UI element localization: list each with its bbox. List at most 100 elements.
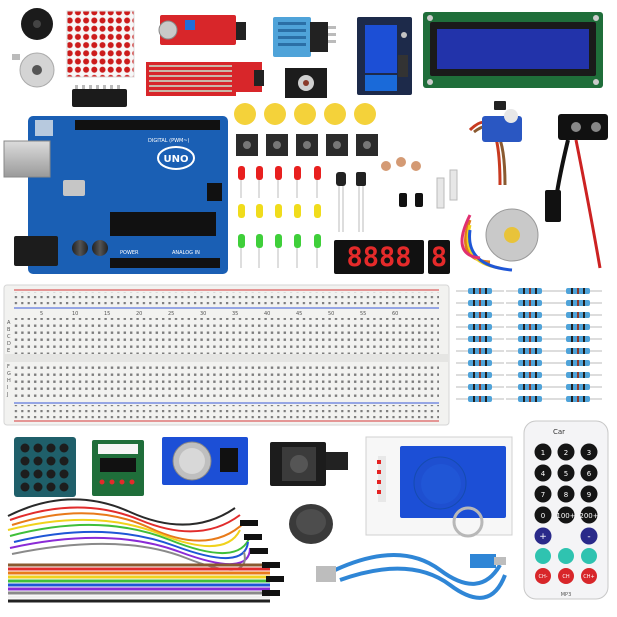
remote-transport-button <box>581 548 597 564</box>
svg-text:8888: 8888 <box>346 242 411 273</box>
remote-model: MP3 <box>561 592 572 598</box>
remote-button-label: CH+ <box>583 574 594 580</box>
remote-button: 9 <box>580 485 598 503</box>
bb-row-label: F <box>7 364 10 370</box>
jumper-wires <box>7 498 251 571</box>
bb-col-label: 55 <box>360 311 366 317</box>
remote-button-label: 7 <box>541 491 545 499</box>
transistors <box>399 193 423 207</box>
water-level-sensor <box>146 62 264 96</box>
remote-button-label: 1 <box>541 449 545 457</box>
remote-button-label: 9 <box>587 491 591 499</box>
remote-transport-button <box>558 548 574 564</box>
remote-channel-button: CH- <box>535 568 551 584</box>
tactile-switches <box>236 134 378 156</box>
membrane-keypad-4x4 <box>14 437 76 497</box>
resistor <box>506 396 554 402</box>
resistor <box>554 336 602 342</box>
keypad-key <box>46 456 56 466</box>
resistor <box>506 372 554 378</box>
bb-col-label: 40 <box>264 311 270 317</box>
remote-button: 6 <box>580 464 598 482</box>
seven-segment-4digit: 8888 <box>334 240 424 274</box>
remote-button: 7 <box>534 485 552 503</box>
usb-cable <box>316 553 507 600</box>
bb-row-label: A <box>7 320 11 326</box>
bb-row-label: J <box>6 392 8 398</box>
dupont-ribbon-cable <box>8 563 270 603</box>
remote-button-label: + <box>539 532 547 542</box>
resistor <box>456 300 504 306</box>
bb-col-label: 20 <box>136 311 142 317</box>
remote-volume-button: - <box>580 527 598 545</box>
resistor <box>506 312 554 318</box>
board-power-label: POWER <box>120 250 139 256</box>
leds-red <box>238 166 321 180</box>
remote-button-label: 6 <box>587 470 592 478</box>
resistor <box>456 396 504 402</box>
joystick-cap <box>289 504 333 544</box>
remote-button-label: 2 <box>564 449 568 457</box>
joystick-module <box>270 442 348 486</box>
resistor <box>506 360 554 366</box>
remote-button: 2 <box>557 443 575 461</box>
resistor <box>506 336 554 342</box>
keypad-key <box>59 469 69 479</box>
board-digital-label: DIGITAL (PWM~) <box>148 138 190 144</box>
bb-col-label: 10 <box>72 311 78 317</box>
relay-module <box>357 17 412 95</box>
ir-receiver <box>336 172 346 232</box>
resistor <box>554 396 602 402</box>
board-analog-label: ANALOG IN <box>172 250 200 256</box>
bb-col-label: 5 <box>40 311 43 317</box>
rfid-module <box>365 436 513 538</box>
bb-col-label: 45 <box>296 311 302 317</box>
resistor <box>456 312 504 318</box>
remote-brand: Car <box>553 428 565 436</box>
resistor <box>554 360 602 366</box>
board-uno-label: UNO <box>164 154 189 165</box>
resistor <box>554 288 602 294</box>
resistor <box>506 348 554 354</box>
button-caps <box>234 103 376 125</box>
bb-row-label: B <box>7 327 11 333</box>
ic-chip-74hc595 <box>72 85 127 107</box>
keypad-key <box>59 482 69 492</box>
breadboard: 5 10 15 20 25 30 35 40 45 50 55 60 A B C… <box>3 284 450 426</box>
resistor <box>554 384 602 390</box>
keypad-key <box>59 443 69 453</box>
remote-button: 5 <box>557 464 575 482</box>
dht11-sensor <box>273 17 336 57</box>
remote-button-label: CH <box>562 574 569 580</box>
sound-sensor-module <box>158 15 246 45</box>
keypad-key <box>20 456 30 466</box>
bb-col-label: 35 <box>232 311 238 317</box>
remote-button-label: - <box>587 532 590 542</box>
remote-button: 4 <box>534 464 552 482</box>
leds-yellow <box>238 204 321 218</box>
bb-row-label: C <box>7 334 11 340</box>
resistor <box>506 300 554 306</box>
resistor <box>506 384 554 390</box>
resistor <box>506 288 554 294</box>
remote-volume-button: + <box>534 527 552 545</box>
led-legs <box>240 180 318 268</box>
passive-buzzer <box>12 52 55 88</box>
arduino-uno-board: UNO DIGITAL (PWM~) POWER ANALOG IN <box>3 116 228 274</box>
keypad-key <box>46 482 56 492</box>
resistor <box>456 360 504 366</box>
keypad-key <box>33 482 43 492</box>
resistor <box>554 348 602 354</box>
rtc-clock-module <box>162 437 248 485</box>
battery-clip <box>545 114 608 269</box>
flame-sensor <box>356 172 366 232</box>
keypad-key <box>20 443 30 453</box>
keypad-key <box>33 443 43 453</box>
seven-segment-1digit: 8 <box>428 240 450 274</box>
keypad-key <box>20 482 30 492</box>
remote-button-label: 200+ <box>579 512 598 520</box>
stepper-motor <box>460 208 539 272</box>
remote-button: 0 <box>534 506 552 524</box>
